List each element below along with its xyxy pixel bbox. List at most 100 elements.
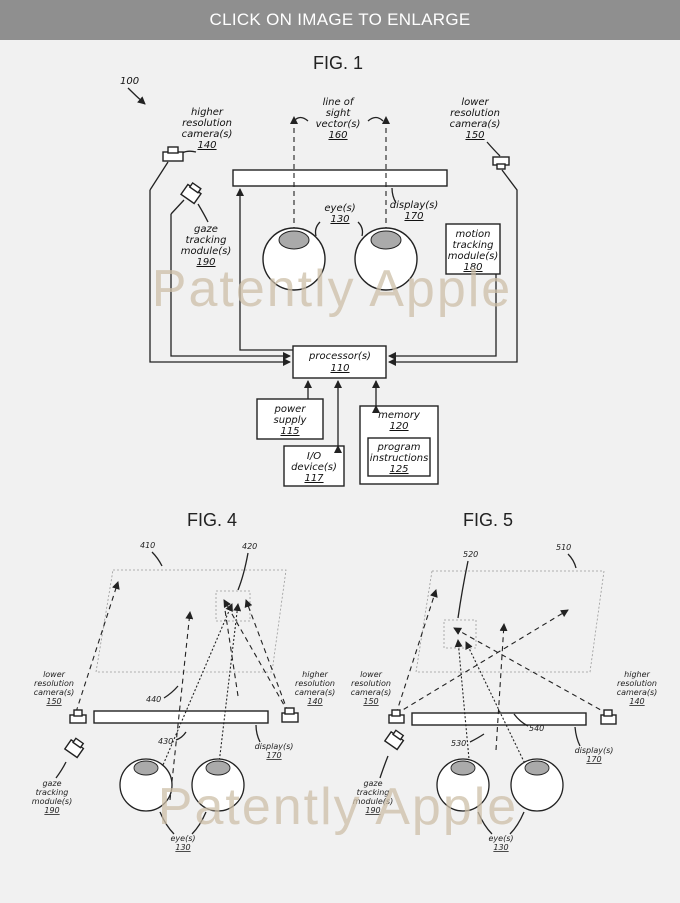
gaze-stub (170, 199, 185, 215)
fig1-io-label: I/O device(s) 117 (291, 451, 337, 484)
enlarge-banner-text: CLICK ON IMAGE TO ENLARGE (209, 10, 471, 29)
svg-text:I/O: I/O (307, 451, 321, 462)
fig5-higher-camera-label: higher resolution camera(s) 140 (617, 670, 658, 706)
fig4-ref-430: 430 (158, 737, 173, 746)
svg-text:line of: line of (323, 97, 355, 108)
svg-text:resolution: resolution (34, 679, 74, 688)
svg-text:130: 130 (175, 843, 190, 852)
svg-text:resolution: resolution (450, 108, 500, 119)
fig4-410-leader (151, 551, 163, 567)
fig5-title: FIG. 5 (463, 510, 513, 530)
fig4-ref-420: 420 (242, 542, 257, 551)
fig5-sight-left (454, 639, 471, 771)
fig5-eye-leader-left (477, 811, 493, 835)
fig1-program-label: program instructions 125 (370, 442, 429, 475)
fig4-lower-camera-label: lower resolution camera(s) 150 (34, 670, 75, 706)
svg-text:140: 140 (197, 140, 216, 151)
svg-text:processor(s): processor(s) (308, 351, 371, 362)
fig4-higher-camera-icon (281, 707, 299, 723)
svg-text:gaze: gaze (194, 224, 218, 235)
fig5-eye-right (510, 758, 564, 812)
fig1-power-supply-box (256, 398, 324, 440)
fig5-ref-510: 510 (556, 543, 571, 552)
fig4-ray-higher-cam-a (223, 599, 289, 713)
fig5-ref-530: 530 (451, 739, 466, 748)
svg-text:190: 190 (365, 806, 380, 815)
svg-text:125: 125 (389, 464, 408, 475)
fig1-program-box (367, 437, 431, 477)
fig1-eye-label: eye(s) 130 (324, 203, 355, 225)
svg-text:camera(s): camera(s) (617, 688, 658, 697)
fig4-gaze-label: gaze tracking module(s) 190 (32, 779, 72, 815)
fig4-440-leader (163, 685, 179, 699)
fig5-ray-lower-cam-b (395, 609, 569, 715)
los-leader-right (367, 116, 384, 122)
svg-text:display(s): display(s) (255, 742, 294, 751)
fig5-gaze-leader (379, 755, 389, 779)
fig4-ray-extra (224, 609, 239, 697)
fig5-ref-520: 520 (463, 550, 478, 559)
fig5-ray-gaze (495, 623, 508, 751)
figure-1: FIG. 1 100 higher resolution camera(s) 1… (120, 53, 518, 487)
svg-text:180: 180 (463, 262, 482, 273)
fig4-eye-label: eye(s) 130 (171, 834, 196, 852)
svg-text:170: 170 (266, 751, 281, 760)
fig5-display-bar (411, 712, 587, 726)
svg-text:150: 150 (465, 130, 484, 141)
fig4-gaze-leader (55, 761, 67, 779)
fig1-gaze-label: gaze tracking module(s) 190 (181, 224, 232, 268)
fig1-processor-label: processor(s) 110 (308, 351, 371, 374)
fig5-gaze-region (443, 619, 477, 649)
higher-cam-leader (181, 150, 197, 154)
svg-text:190: 190 (196, 257, 215, 268)
fig4-lower-camera-icon (69, 709, 87, 724)
fig1-motion-tracking-box (445, 223, 501, 275)
svg-text:170: 170 (404, 211, 423, 222)
svg-text:camera(s): camera(s) (450, 119, 501, 130)
enlarge-banner[interactable]: CLICK ON IMAGE TO ENLARGE (0, 0, 680, 40)
svg-text:140: 140 (307, 697, 322, 706)
fig1-lower-camera-icon (492, 156, 510, 170)
fig4-display-label: display(s) 170 (255, 742, 294, 760)
svg-text:resolution: resolution (182, 118, 232, 129)
svg-text:memory: memory (378, 410, 421, 421)
los-leader-left (293, 116, 309, 122)
svg-text:module(s): module(s) (32, 797, 72, 806)
svg-text:140: 140 (629, 697, 644, 706)
fig4-eye-leader-right (191, 811, 207, 835)
fig4-ray-higher-cam-b (244, 599, 289, 713)
fig5-gaze-tracker-icon (383, 729, 405, 751)
fig4-ref-410: 410 (140, 541, 155, 550)
svg-text:150: 150 (363, 697, 378, 706)
fig4-display-leader (255, 724, 261, 743)
fig4-ray-lower-cam (75, 581, 120, 713)
fig1-gaze-tracker-icon (180, 181, 202, 205)
svg-text:module(s): module(s) (181, 246, 232, 257)
fig5-display-plane (415, 570, 605, 673)
svg-text:150: 150 (46, 697, 61, 706)
svg-text:supply: supply (274, 415, 308, 426)
svg-text:resolution: resolution (295, 679, 335, 688)
lower-cam-to-processor (388, 169, 518, 366)
svg-text:120: 120 (389, 421, 408, 432)
fig1-processor-box (292, 345, 387, 379)
fig1-ref-100: 100 (120, 76, 139, 87)
svg-text:eye(s): eye(s) (324, 203, 355, 214)
higher-cam-to-processor (149, 190, 291, 366)
svg-text:110: 110 (330, 363, 349, 374)
fig4-eye-right (191, 758, 245, 812)
fig1-power-label: power supply 115 (274, 404, 308, 437)
svg-text:camera(s): camera(s) (351, 688, 392, 697)
fig5-sight-right (465, 641, 529, 771)
svg-text:vector(s): vector(s) (316, 119, 361, 130)
fig4-430-leader (175, 731, 187, 741)
svg-text:sight: sight (326, 108, 352, 119)
fig4-title: FIG. 4 (187, 510, 237, 530)
fig5-510-leader (567, 553, 577, 569)
fig5-higher-camera-icon (600, 709, 617, 725)
fig4-eye-left (119, 758, 173, 812)
svg-text:190: 190 (44, 806, 59, 815)
fig1-display-bar (232, 169, 448, 187)
svg-text:camera(s): camera(s) (295, 688, 336, 697)
